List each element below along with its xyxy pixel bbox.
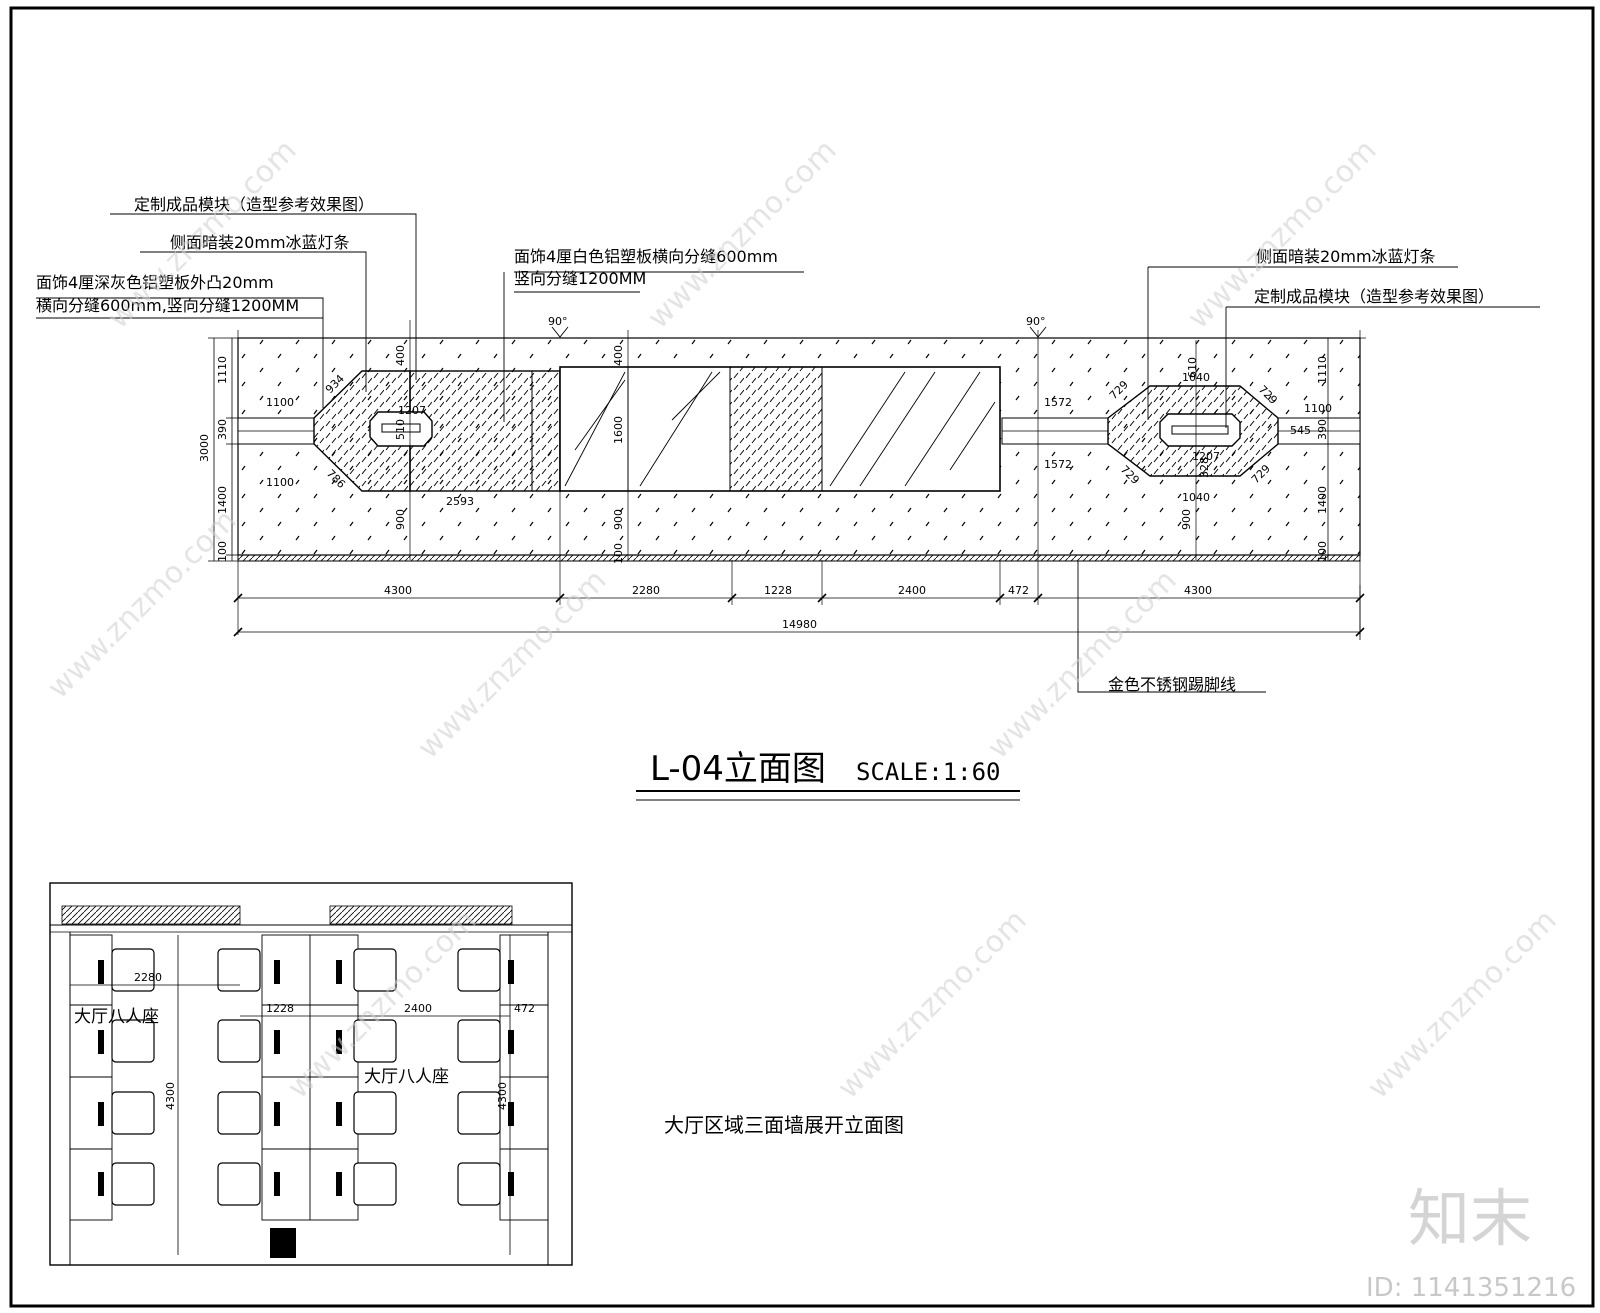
dim-1100-bottom: 1100 [266, 476, 294, 489]
svg-text:www.znzmo.com: www.znzmo.com [1361, 903, 1564, 1106]
plan-dim-2400: 2400 [404, 1002, 432, 1015]
plan-dim-4300-left: 4300 [164, 1082, 177, 1110]
dim-bottom-2: 2280 [632, 584, 660, 597]
dim-bottom-5: 472 [1008, 584, 1029, 597]
dim-900-c: 900 [1180, 509, 1193, 530]
dim-right-4: 100 [1316, 541, 1329, 562]
dim-left-2: 390 [216, 419, 229, 440]
svg-text:www.znzmo.com: www.znzmo.com [411, 563, 614, 766]
plan-seat-label-2: 大厅八人座 [364, 1067, 449, 1087]
dim-right-2: 390 [1316, 419, 1329, 440]
watermark-id: ID: 1141351216 [1366, 1273, 1576, 1303]
drawing-scale: SCALE:1:60 [856, 758, 1001, 786]
dim-1207-a: 1207 [398, 404, 426, 417]
angle-label-left: 90° [548, 315, 568, 328]
annotation-left-light: 侧面暗装20mm冰蓝灯条 [170, 233, 350, 252]
dim-left-3: 1400 [216, 486, 229, 514]
dim-bottom-1: 4300 [384, 584, 412, 597]
dim-right-1: 1110 [1316, 356, 1329, 384]
annotation-skirting: 金色不锈钢踢脚线 [1108, 675, 1236, 694]
page-border [9, 6, 1595, 1308]
annotation-right-light: 侧面暗装20mm冰蓝灯条 [1256, 247, 1436, 266]
annotation-right-module: 定制成品模块（造型参考效果图） [1254, 287, 1494, 306]
dim-1040-bottom: 1040 [1182, 491, 1210, 504]
skirting-band [237, 554, 1361, 562]
dim-left-total: 3000 [198, 434, 211, 462]
annotation-left-panel-1: 面饰4厘深灰色铝塑板外凸20mm [36, 273, 274, 292]
annotation-center-panel-1: 面饰4厘白色铝塑板横向分缝600mm [514, 247, 778, 266]
elevation: 定制成品模块（造型参考效果图） 侧面暗装20mm冰蓝灯条 面饰4厘深灰色铝塑板外… [36, 195, 1540, 801]
dim-900-a: 900 [394, 509, 407, 530]
dim-2593: 2593 [446, 495, 474, 508]
drawing-title: L-04立面图 [650, 749, 826, 789]
dim-328: 328 [1198, 457, 1211, 478]
dim-400-b: 400 [394, 345, 407, 366]
left-hatched-block [409, 370, 561, 492]
plan-door-block [270, 1228, 296, 1258]
plan-caption: 大厅区域三面墙展开立面图 [664, 1113, 904, 1137]
dim-left-4: 100 [216, 541, 229, 562]
dim-total: 14980 [782, 618, 817, 631]
watermark-brand: 知末 [1408, 1182, 1532, 1255]
dim-545: 545 [1290, 424, 1311, 437]
svg-text:www.znzmo.com: www.znzmo.com [41, 503, 244, 706]
angle-label-right: 90° [1026, 315, 1046, 328]
dim-400-a: 400 [612, 345, 625, 366]
plan-dim-472: 472 [514, 1002, 535, 1015]
dim-610: 610 [1186, 357, 1199, 378]
dim-1572-bottom: 1572 [1044, 458, 1072, 471]
dim-1100-top: 1100 [266, 396, 294, 409]
dim-left-1: 1110 [216, 356, 229, 384]
svg-text:www.znzmo.com: www.znzmo.com [831, 903, 1034, 1106]
dim-1600: 1600 [612, 416, 625, 444]
glass-hatch-lines [564, 371, 996, 487]
plan-seat-label-1: 大厅八人座 [74, 1007, 159, 1027]
dim-bottom-6: 4300 [1184, 584, 1212, 597]
plan-outer [49, 882, 573, 1266]
dim-1572-top: 1572 [1044, 396, 1072, 409]
dim-510: 510 [394, 419, 407, 440]
dim-1040-top: 1040 [1182, 371, 1210, 384]
dim-bottom-4: 2400 [898, 584, 926, 597]
dim-900-b: 900 [612, 509, 625, 530]
dim-1100-right: 1100 [1304, 402, 1332, 415]
plan-dim-4300-right: 4300 [496, 1082, 509, 1110]
keyboards [98, 960, 514, 1196]
chairs [111, 948, 501, 1206]
annotation-left-panel-2: 横向分缝600mm,竖向分缝1200MM [36, 296, 299, 315]
dim-1207-b: 1207 [1192, 450, 1220, 463]
floor-plan: 2280 1228 2400 472 4300 4300 大厅八人座 大厅八人座 [49, 882, 573, 1266]
annotation-center-panel-2: 竖向分缝1200MM [514, 269, 646, 288]
annotation-left-module: 定制成品模块（造型参考效果图） [134, 195, 374, 214]
svg-text:www.znzmo.com: www.znzmo.com [641, 133, 844, 336]
plan-dim-2280: 2280 [134, 971, 162, 984]
dim-100: 100 [612, 543, 625, 564]
plan-dim-1228: 1228 [266, 1002, 294, 1015]
dim-bottom-3: 1228 [764, 584, 792, 597]
dim-right-3: 1400 [1316, 486, 1329, 514]
